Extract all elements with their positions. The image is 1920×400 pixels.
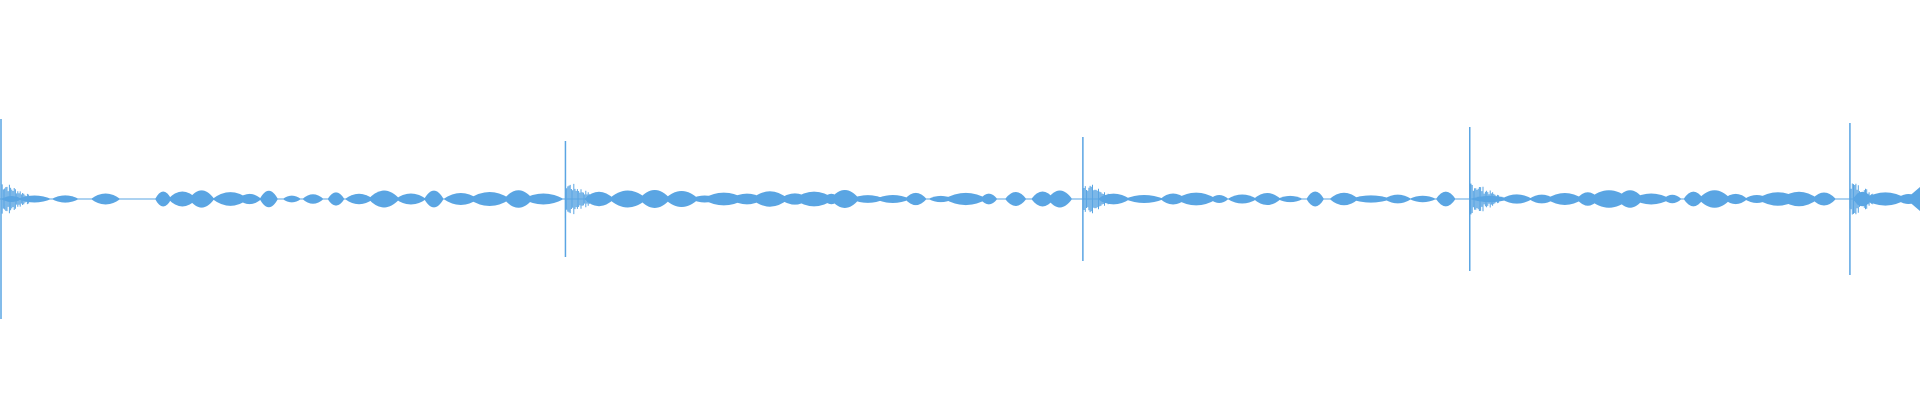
waveform-blip: [302, 194, 324, 204]
waveform-blip: [504, 190, 533, 208]
waveform-blip: [1470, 195, 1510, 203]
waveform-blip: [259, 190, 278, 208]
waveform-blip: [702, 192, 746, 206]
waveform-blip: [1528, 194, 1555, 204]
waveform-blip: [751, 191, 789, 207]
waveform-blip: [1384, 194, 1412, 204]
waveform-blip: [327, 192, 345, 206]
waveform-blip: [282, 195, 301, 203]
waveform-blip: [1723, 193, 1748, 205]
waveform-end-shape: [1906, 187, 1920, 211]
waveform-blip: [468, 191, 511, 207]
waveform-blip: [1031, 191, 1054, 207]
waveform-blip: [1, 196, 22, 202]
waveform-blip: [1409, 195, 1437, 203]
waveform-blip: [608, 190, 647, 208]
waveform-blip: [1350, 195, 1392, 203]
waveform-blip: [90, 193, 121, 205]
waveform-blip: [1632, 193, 1671, 205]
waveform-blip: [155, 191, 172, 207]
waveform-blip: [17, 195, 52, 203]
waveform-blip: [830, 190, 860, 208]
waveform-blip: [584, 191, 614, 207]
waveform-blip: [875, 195, 911, 203]
waveform-blip: [1005, 192, 1027, 206]
waveform-blip: [1852, 191, 1873, 207]
waveform-blip: [905, 192, 927, 206]
waveform-blip: [1588, 190, 1630, 208]
waveform-blip: [1227, 194, 1257, 204]
waveform-blip: [368, 190, 400, 208]
waveform-blip: [1329, 192, 1359, 206]
waveform-blip: [1663, 194, 1682, 204]
waveform-blip: [928, 195, 954, 203]
waveform-blip: [424, 190, 444, 208]
waveform-blip: [1210, 195, 1229, 203]
waveform-blip: [1698, 190, 1731, 208]
waveform-blip: [523, 193, 564, 205]
waveform-blip: [1864, 192, 1907, 206]
waveform-blip: [1047, 190, 1073, 208]
waveform-blip: [1812, 192, 1836, 206]
waveform-blip: [944, 192, 988, 206]
waveform-blip: [1175, 192, 1217, 206]
waveform-blip: [980, 193, 998, 205]
waveform-blip: [639, 190, 671, 208]
waveform-blip: [395, 193, 427, 205]
waveform-blip: [1616, 190, 1644, 208]
waveform-blip: [664, 191, 699, 207]
waveform-blip: [1160, 193, 1186, 205]
waveform-blip: [344, 193, 374, 205]
waveform-blip: [1277, 195, 1303, 203]
waveform-blip: [51, 195, 79, 203]
waveform-blip: [1253, 192, 1281, 206]
waveform-blip: [443, 193, 479, 205]
waveform-blip: [1436, 191, 1456, 207]
waveform-blip: [212, 192, 249, 206]
waveform-blip: [1501, 194, 1533, 204]
waveform-blip: [1780, 191, 1819, 207]
waveform-blip: [1097, 193, 1130, 205]
waveform-blip: [850, 195, 886, 203]
waveform-blip: [1306, 191, 1324, 207]
waveform-blip: [1124, 194, 1164, 204]
waveform-group: [0, 119, 1920, 319]
waveform-blip: [1546, 193, 1584, 205]
waveform-blip: [237, 193, 262, 205]
waveform-blip: [793, 191, 835, 207]
waveform-blip: [1683, 191, 1704, 207]
waveform-blip: [188, 190, 215, 208]
waveform-blip: [168, 191, 197, 207]
